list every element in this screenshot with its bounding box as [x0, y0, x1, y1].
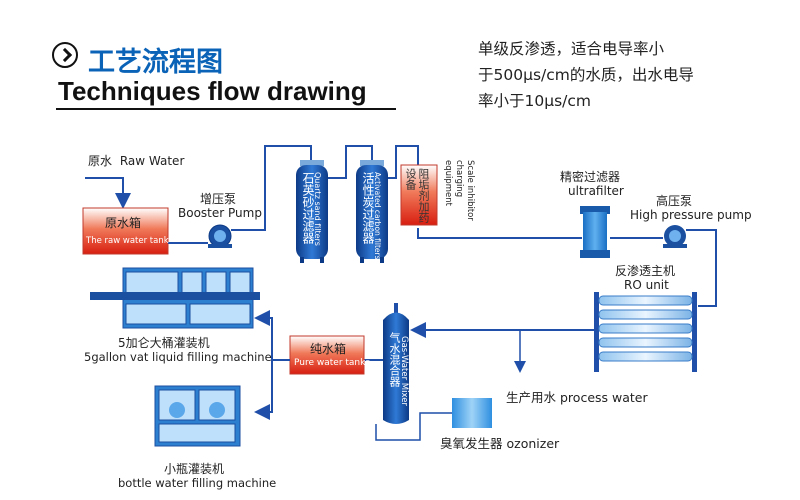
ro-unit-en: RO unit: [624, 278, 669, 292]
scale-inhibitor-dosing: [400, 164, 438, 226]
ozonizer-label: 臭氧发生器 ozonizer: [440, 433, 559, 452]
ozonizer-icon: [452, 398, 492, 428]
ultrafilter-cn: 精密过滤器: [560, 170, 621, 184]
vat-filling-machine: [90, 267, 260, 329]
description-line-2: 于500μs/cm的水质，出水电导: [478, 66, 694, 84]
raw-water-pipe: [85, 177, 131, 209]
title-english: Techniques flow drawing: [58, 76, 367, 106]
ro-unit: [594, 292, 697, 372]
pipe-pump-to-quartz: [231, 145, 312, 231]
mixer-cn: 气水混合器: [388, 332, 401, 387]
quartz-sand-filter: [296, 160, 328, 263]
raw-water-tank: [82, 207, 169, 255]
booster-pump-en: Booster Pump: [178, 206, 262, 220]
pipe-quartz-to-carbon: [328, 145, 373, 179]
ro-unit-cn: 反渗透主机: [615, 264, 676, 278]
raw-water-en: Raw Water: [119, 154, 185, 168]
description-line-1: 单级反渗透，适合电导率小: [478, 40, 665, 58]
bottle-filling-en: bottle water filling machine: [118, 476, 277, 490]
ozonizer-cn: 臭氧发生器: [440, 436, 503, 451]
pure-tank-en: Pure water tanks: [294, 358, 371, 368]
dosing-cn: 阻垢剂加药设备: [404, 168, 430, 223]
raw-water-cn: 原水: [88, 154, 113, 168]
booster-pump-cn: 增压泵: [200, 192, 237, 206]
process-water-cn: 生产用水: [506, 390, 557, 405]
pipe-hp-pump-to-ro: [686, 229, 717, 307]
ozonizer-en: ozonizer: [506, 436, 560, 451]
arrow-circle-icon: [52, 42, 78, 68]
raw-tank-cn: 原水箱: [105, 216, 142, 230]
description-line-3: 率小于10μs/cm: [478, 92, 592, 110]
pipe-carbon-to-dosing: [388, 145, 419, 179]
gas-water-mixer: [383, 303, 409, 424]
pipe-to-bottle-filling: [254, 359, 290, 420]
hp-pump-cn: 高压泵: [656, 194, 693, 208]
quartz-filter-en: Quartz sand filters: [313, 172, 322, 246]
pipe-dosing-to-ultrafilter: [417, 228, 582, 239]
process-water-en: process water: [560, 390, 648, 405]
pipe-ozonizer-to-mixer: [375, 412, 452, 441]
quartz-filter-cn: 石英砂过滤器: [301, 172, 315, 244]
ultrafilter-en: ultrafilter: [568, 184, 624, 198]
carbon-filter-cn: 活性炭过滤器: [361, 172, 375, 244]
process-water-label: 生产用水 process water: [506, 387, 648, 406]
title-chinese: 工艺流程图: [88, 47, 223, 78]
vat-filling-cn: 5加仑大桶灌装机: [118, 336, 210, 350]
description: 单级反渗透，适合电导率小 于500μs/cm的水质，出水电导 率小于10μs/c…: [478, 36, 748, 114]
hp-pump-en: High pressure pump: [630, 208, 752, 222]
raw-water-label: 原水 Raw Water: [88, 152, 184, 169]
title-underline: [56, 108, 396, 110]
activated-carbon-filter: [356, 160, 388, 263]
bottle-filling-cn: 小瓶灌装机: [164, 462, 225, 476]
vat-filling-en: 5gallon vat liquid filling machine: [84, 350, 272, 364]
pipe-to-vat-filling: [254, 310, 273, 360]
dosing-en: Scale inhibitor charging equipment: [443, 160, 475, 221]
ultrafilter-icon: [580, 206, 610, 258]
pure-tank-cn: 纯水箱: [310, 342, 347, 356]
carbon-filter-en: Activated carbon filters: [373, 172, 382, 260]
high-pressure-pump-icon: [663, 225, 687, 248]
raw-tank-en: The raw water tank: [86, 236, 169, 246]
bottle-filling-machine: [154, 385, 241, 447]
mixer-en: Gas-Water Mixer: [399, 336, 409, 406]
booster-pump-icon: [208, 224, 232, 248]
pure-water-tank: [289, 335, 365, 375]
